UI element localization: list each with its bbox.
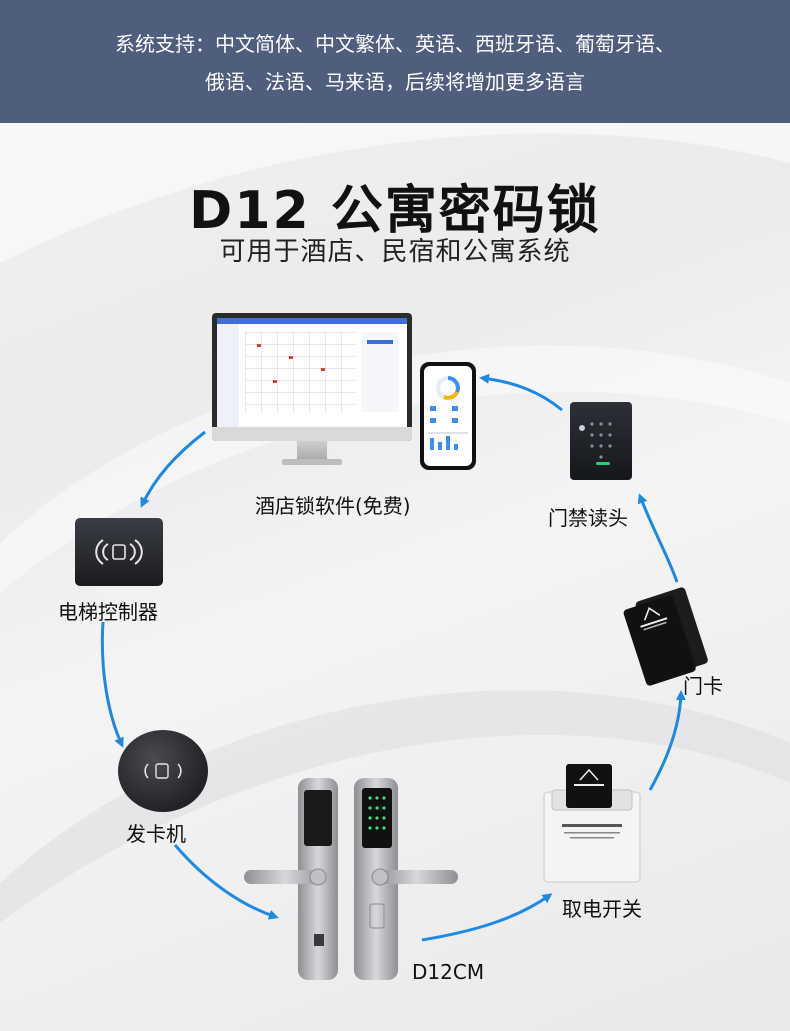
page-subtitle: 可用于酒店、民宿和公寓系统 [219, 237, 571, 267]
monitor-icon [212, 313, 412, 468]
elevator-label: 电梯控制器 [58, 600, 158, 624]
language-banner: 系统支持：中文简体、中文繁体、英语、西班牙语、葡萄牙语、 俄语、法语、马来语，后… [0, 0, 790, 123]
arrow-icon [100, 621, 124, 748]
issuer-label: 发卡机 [126, 822, 186, 846]
banner-line-1: 系统支持：中文简体、中文繁体、英语、西班牙语、葡萄牙语、 [115, 32, 675, 56]
door-lock-icon [242, 776, 462, 986]
phone-icon [420, 362, 476, 470]
software-label: 酒店锁软件(免费) [255, 494, 411, 518]
access-reader-icon [570, 402, 632, 480]
card-label: 门卡 [683, 674, 723, 698]
arrow-icon [140, 430, 206, 508]
hotel-card-icon [612, 582, 722, 686]
reader-label: 门禁读头 [548, 506, 628, 530]
arrow-icon [648, 690, 686, 791]
elevator-controller-icon [75, 518, 163, 586]
card-issuer-icon [118, 730, 208, 812]
lock-label: D12CM [412, 960, 485, 984]
banner-line-2: 俄语、法语、马来语，后续将增加更多语言 [205, 70, 585, 94]
power-switch-icon [540, 762, 644, 884]
page-title: D12 公寓密码锁 [189, 181, 601, 241]
arrow-icon [637, 493, 679, 583]
arrow-icon [479, 373, 563, 412]
switch-label: 取电开关 [562, 897, 642, 921]
